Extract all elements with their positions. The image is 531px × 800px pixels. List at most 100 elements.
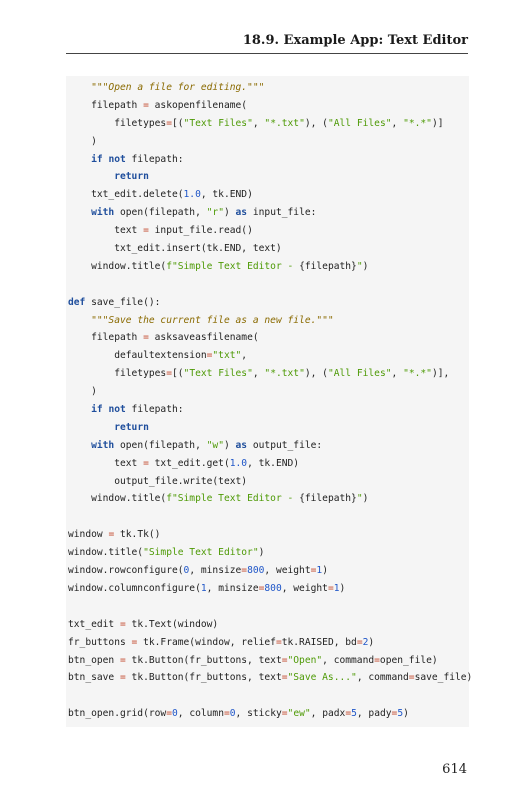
code-keyword: return	[114, 171, 149, 183]
code-line: txt_edit = tk.Text(window)	[68, 616, 472, 634]
code-text: )	[322, 565, 328, 577]
code-text: askopenfilename(	[148, 99, 248, 111]
code-text: , tk.END)	[247, 457, 300, 469]
code-string: "*.*"	[403, 368, 432, 380]
code-block-background	[66, 76, 469, 727]
code-operator: =	[356, 636, 363, 648]
code-line: txt_edit.insert(tk.END, text)	[68, 240, 472, 258]
code-string: "Open"	[287, 654, 323, 666]
code-text: window.rowconfigure(	[68, 565, 184, 577]
code-text: )	[403, 708, 409, 720]
code-number: 1	[200, 582, 207, 594]
code-text: tk.RAISED, bd	[281, 636, 357, 648]
code-number: 0	[229, 708, 236, 720]
code-keyword: not	[108, 153, 126, 165]
code-text: txt_edit	[68, 618, 120, 630]
code-text	[68, 171, 114, 182]
code-string: f"Simple Text Editor -	[166, 260, 300, 272]
code-line: with open(filepath, "r") as input_file:	[68, 204, 472, 222]
code-keyword: if	[91, 404, 103, 416]
code-operator: =	[166, 368, 172, 380]
code-text: tk.Button(fr_buttons, text	[125, 672, 282, 684]
code-line: window = tk.Tk()	[68, 526, 472, 544]
code-text: save_file():	[85, 296, 161, 308]
code-line: )	[68, 133, 472, 151]
code-line: if not filepath:	[68, 151, 472, 169]
code-line: btn_open.grid(row=0, column=0, sticky="e…	[68, 705, 472, 723]
code-listing: """Open a file for editing.""" filepath …	[68, 79, 472, 723]
code-line: output_file.write(text)	[68, 473, 472, 491]
code-text: ,	[252, 368, 265, 380]
code-text: [(	[171, 368, 184, 380]
code-text: )	[362, 493, 369, 505]
code-text: filetypes	[68, 117, 167, 129]
code-number: 5	[351, 708, 357, 720]
code-operator: =	[119, 618, 126, 630]
code-text: defaultextension	[68, 350, 207, 362]
code-text: )	[223, 207, 236, 219]
code-string: "	[356, 493, 363, 505]
code-number: 2	[362, 636, 369, 648]
code-line: filepath = askopenfilename(	[68, 97, 472, 115]
code-text: ), (	[304, 117, 328, 129]
code-line: """Save the current file as a new file."…	[68, 312, 472, 330]
code-string: "Simple Text Editor"	[143, 547, 259, 559]
code-number: 800	[264, 582, 282, 594]
code-line: text = input_file.read()	[68, 222, 472, 240]
code-line	[68, 598, 472, 616]
code-text	[68, 315, 91, 326]
code-string: "Save As..."	[287, 672, 357, 684]
code-text: )	[223, 439, 236, 451]
code-text: , column	[177, 708, 224, 720]
code-operator: =	[143, 457, 149, 469]
code-operator: =	[166, 708, 172, 720]
code-string: "	[356, 260, 363, 272]
code-text: filetypes	[68, 368, 167, 380]
code-string: "ew"	[287, 708, 311, 720]
code-line	[68, 276, 472, 294]
code-string: "*.*"	[403, 117, 432, 129]
code-string: "All Files"	[327, 117, 392, 129]
code-keyword: as	[235, 439, 248, 451]
code-string: "*.txt"	[264, 368, 305, 380]
code-text: text	[68, 457, 144, 469]
code-text: ,	[252, 117, 265, 129]
code-text: filepath	[68, 99, 144, 111]
code-text: , command	[322, 654, 375, 666]
code-text: text	[68, 225, 144, 237]
code-text: , minsize	[189, 565, 242, 577]
code-docstring: """Save the current file as a new file."…	[91, 314, 334, 326]
code-string: "Text Files"	[183, 368, 253, 380]
code-line: fr_buttons = tk.Frame(window, relief=tk.…	[68, 634, 472, 652]
code-line: txt_edit.delete(1.0, tk.END)	[68, 186, 472, 204]
code-text: fr_buttons	[68, 636, 132, 648]
code-text: open(filepath,	[114, 439, 207, 451]
code-line: window.title("Simple Text Editor")	[68, 544, 472, 562]
code-operator: =	[143, 99, 149, 111]
code-text: btn_open.grid(row	[68, 708, 167, 720]
code-number: 0	[183, 565, 190, 577]
code-number: 1.0	[183, 189, 201, 201]
code-text: window	[68, 529, 109, 541]
code-operator: =	[345, 708, 352, 720]
code-number: 800	[247, 565, 265, 577]
code-line: filetypes=[("Text Files", "*.txt"), ("Al…	[68, 365, 472, 383]
code-string: "Text Files"	[183, 117, 253, 129]
code-keyword: as	[235, 207, 248, 219]
code-operator: =	[223, 708, 230, 720]
code-text	[68, 154, 91, 165]
code-text: open_file)	[379, 654, 438, 666]
code-keyword: if	[91, 153, 103, 165]
code-number: 1.0	[229, 457, 248, 469]
code-text: , tk.END)	[200, 189, 253, 201]
code-text	[68, 422, 114, 433]
code-string: "r"	[206, 207, 224, 219]
code-operator: =	[327, 582, 334, 594]
code-line	[68, 508, 472, 526]
code-string: "All Files"	[327, 368, 392, 380]
code-line: def save_file():	[68, 294, 472, 312]
code-text: )	[258, 547, 265, 559]
code-operator: =	[108, 529, 115, 541]
code-number: 0	[171, 708, 178, 720]
code-text: filepath	[68, 332, 144, 344]
